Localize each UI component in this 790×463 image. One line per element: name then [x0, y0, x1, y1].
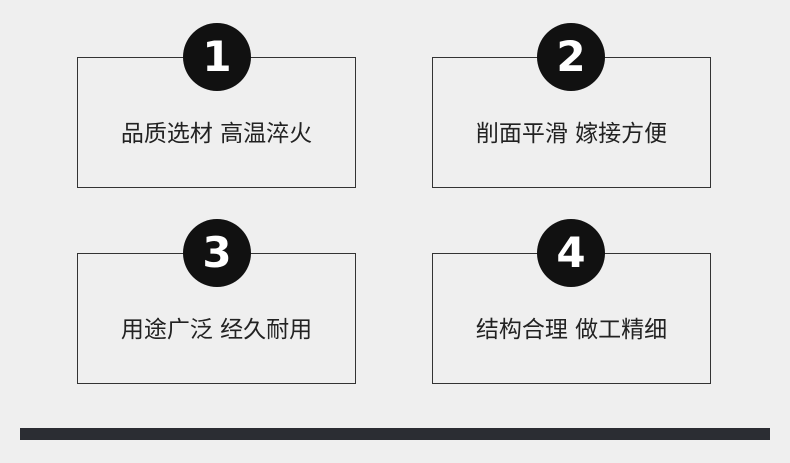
number-badge-1: 1: [183, 23, 251, 91]
feature-text-4: 结构合理 做工精细: [475, 317, 668, 343]
number-badge-2: 2: [537, 23, 605, 91]
number-badge-4: 4: [537, 219, 605, 287]
feature-text-3: 用途广泛 经久耐用: [120, 317, 313, 343]
number-badge-3: 3: [183, 219, 251, 287]
feature-card-1: 品质选材 高温淬火: [77, 57, 356, 188]
feature-text-2: 削面平滑 嫁接方便: [475, 121, 668, 147]
bottom-divider-bar: [20, 428, 770, 440]
feature-text-1: 品质选材 高温淬火: [120, 121, 313, 147]
